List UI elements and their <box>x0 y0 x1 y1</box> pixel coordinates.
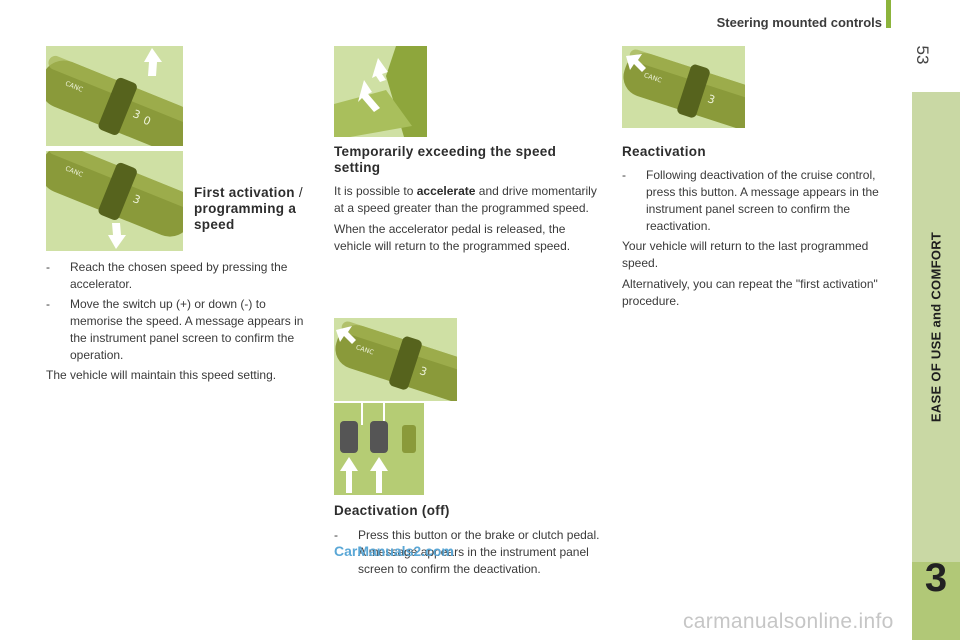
header-accent-bar <box>886 0 891 28</box>
arrow-up-icon <box>144 48 162 76</box>
reactivation-heading: Reactivation <box>622 144 706 159</box>
clutch-pedal <box>340 421 358 453</box>
stalk-reactivate-illustration: CANC 3 <box>622 46 745 128</box>
heading-rest: programming a speed <box>194 201 297 232</box>
temporarily-heading: Temporarily exceeding the speed setting <box>334 144 557 175</box>
arrow-press-icon <box>358 80 380 112</box>
accelerator-pedal <box>402 425 416 453</box>
stalk-deactivate-illustration: CANC 3 <box>334 318 457 401</box>
arrow-press-icon <box>626 54 646 72</box>
speed-digit: 3 <box>131 107 142 122</box>
chapter-title-wrap: EASE OF USE and COMFORT <box>912 92 960 562</box>
deactivation-heading-wrap: Deactivation (off) <box>334 503 596 519</box>
list-item: -Press this button or the brake or clutc… <box>334 528 600 576</box>
reactivation-heading-wrap: Reactivation <box>622 144 884 160</box>
speed-digit: 3 <box>706 92 717 107</box>
chapter-title: EASE OF USE and COMFORT <box>928 231 944 423</box>
stalk-up-illustration: CANC 3 0 <box>46 46 183 146</box>
pedals-illustration <box>334 403 424 495</box>
list-item: -Following deactivation of the cruise co… <box>622 168 879 233</box>
running-header: Steering mounted controls <box>716 15 882 30</box>
arrow-up-icon <box>370 457 388 493</box>
list-item: -Move the switch up (+) or down (-) to m… <box>46 297 304 362</box>
paragraph: Your vehicle will return to the last pro… <box>622 239 869 270</box>
arrow-press-icon <box>336 326 356 344</box>
arrow-foot-icon <box>372 58 388 82</box>
deactivation-body: -Press this button or the brake or clutc… <box>334 527 600 581</box>
first-activation-body: -Reach the chosen speed by pressing the … <box>46 259 310 384</box>
reactivation-body: -Following deactivation of the cruise co… <box>622 167 888 310</box>
note-text: The vehicle will maintain this speed set… <box>46 368 277 382</box>
temporarily-heading-wrap: Temporarily exceeding the speed setting <box>334 144 596 176</box>
watermark-left: CarManuals2.com <box>334 543 454 559</box>
arrow-down-icon <box>108 223 126 249</box>
paragraph: Alternatively, you can repeat the "first… <box>622 277 878 308</box>
speed-digit: 3 <box>131 192 142 207</box>
page-number: 53 <box>913 45 932 65</box>
deactivation-heading: Deactivation (off) <box>334 503 450 518</box>
heading-bold: First activation <box>194 185 295 200</box>
chapter-number-box <box>912 562 960 640</box>
temporarily-body: It is possible to accelerate and drive m… <box>334 183 604 255</box>
speed-digit: 3 <box>418 364 429 379</box>
list-item: -Reach the chosen speed by pressing the … <box>46 260 288 291</box>
first-activation-heading: First activation / programming a speed <box>194 185 312 233</box>
accelerator-pedal-illustration <box>334 46 427 137</box>
brake-pedal <box>370 421 388 453</box>
watermark-right: carmanualsonline.info <box>683 610 894 633</box>
chapter-number: 3 <box>924 556 948 600</box>
paragraph: It is possible to accelerate and drive m… <box>334 184 597 215</box>
stalk-down-illustration: CANC 3 <box>46 151 183 251</box>
zero-digit: 0 <box>141 114 152 129</box>
paragraph: When the accelerator pedal is released, … <box>334 222 571 253</box>
heading-separator: / <box>294 185 303 200</box>
chapter-sidebar <box>912 92 960 640</box>
arrow-up-icon <box>340 457 358 493</box>
